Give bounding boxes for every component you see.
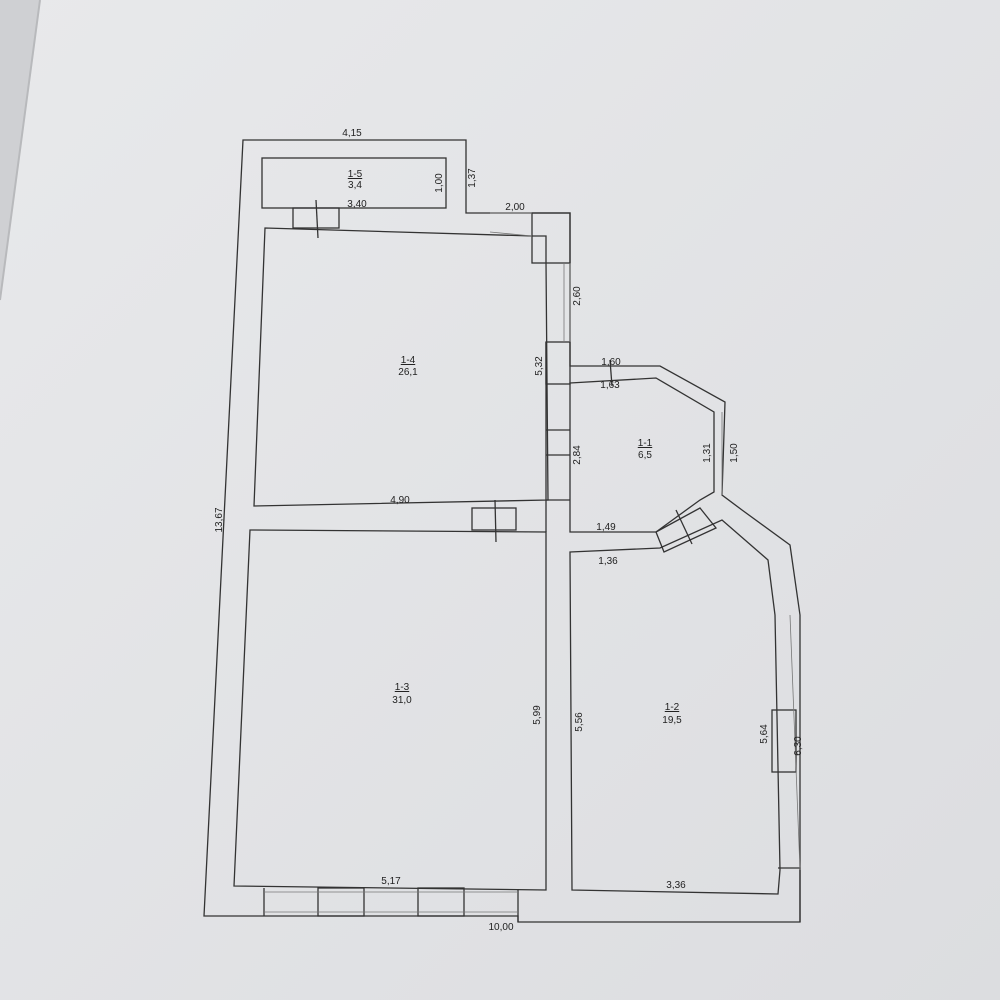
dim-room11-top-outer: 1,60 xyxy=(601,357,621,368)
dimension-labels: 4,15 3,40 1,00 1,37 2,00 2,60 5,32 4,90 … xyxy=(214,128,804,933)
room-1-2-code: 1-2 xyxy=(665,702,680,713)
dim-room14-height: 5,32 xyxy=(534,356,545,376)
dim-room13-height: 5,99 xyxy=(532,705,543,725)
dim-room11-side-outer: 1,50 xyxy=(729,443,740,463)
opening-top-inner xyxy=(489,231,533,237)
window-bottom-2 xyxy=(417,887,465,917)
room-1-5-outline xyxy=(261,157,447,209)
opening-1-2 xyxy=(789,614,801,871)
door-1-1 xyxy=(655,507,718,553)
dim-top-width: 4,15 xyxy=(342,128,362,139)
openings xyxy=(264,212,801,913)
dim-room14-width: 4,90 xyxy=(390,495,410,506)
room-1-2-area: 19,5 xyxy=(662,715,682,726)
dim-corridor-top: 2,00 xyxy=(505,202,525,213)
door-1-4 xyxy=(471,507,517,531)
dim-room11-bottom: 1,49 xyxy=(596,522,616,533)
dim-room13-width: 5,17 xyxy=(381,876,401,887)
door-1-1-top-leaf xyxy=(609,359,613,387)
room-1-4-code: 1-4 xyxy=(401,355,416,366)
dim-room15-depth: 1,00 xyxy=(434,173,445,193)
dim-room11-height: 2,84 xyxy=(572,445,583,465)
room-1-3-code: 1-3 xyxy=(395,682,410,693)
dim-room12-width: 3,36 xyxy=(666,880,686,891)
dim-total-width: 10,00 xyxy=(488,922,513,933)
dim-room11-side-inner: 1,31 xyxy=(702,443,713,463)
room-labels: 1-5 3,4 1-4 26,1 1-3 31,0 1-1 6,5 1-2 19… xyxy=(348,169,682,726)
room-1-5-area: 3,4 xyxy=(348,180,362,191)
dim-room12-right-inner: 5,64 xyxy=(759,724,770,744)
room-1-3-area: 31,0 xyxy=(392,695,412,706)
door-1-4-leaf xyxy=(494,499,497,543)
dim-room12-top: 1,36 xyxy=(598,556,618,567)
dim-room15-outer: 1,37 xyxy=(467,168,478,188)
dim-room15-width: 3,40 xyxy=(347,199,367,210)
door-1-1-leaf xyxy=(675,509,693,545)
room-1-1-area: 6,5 xyxy=(638,450,652,461)
room-1-2-outline xyxy=(569,519,781,895)
room-1-1-outline xyxy=(569,377,715,533)
dim-corridor-side: 2,60 xyxy=(572,286,583,306)
dim-room12-left: 5,56 xyxy=(574,712,585,732)
dim-room11-top-inner: 1,63 xyxy=(600,380,620,391)
window-right xyxy=(771,709,797,773)
room-1-3-outline xyxy=(233,529,547,891)
dim-left-height: 13,67 xyxy=(214,507,225,532)
door-1-5-leaf xyxy=(315,199,319,239)
window-bottom-1 xyxy=(317,887,365,917)
room-1-5-code: 1-5 xyxy=(348,169,363,180)
corridor-block-top xyxy=(531,212,571,264)
dim-room12-right-outer: 6,30 xyxy=(793,736,804,756)
page-edge xyxy=(0,0,41,301)
room-1-1-code: 1-1 xyxy=(638,438,653,449)
room-1-4-area: 26,1 xyxy=(398,367,418,378)
